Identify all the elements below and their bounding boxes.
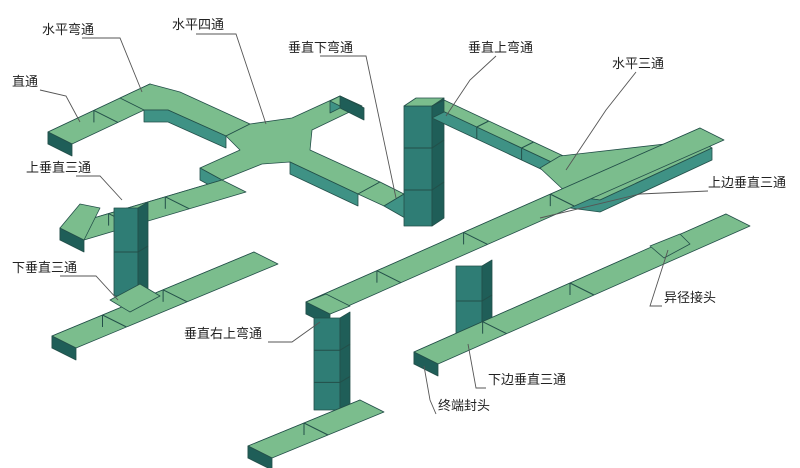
riser-upper-vertical-tee — [113, 201, 149, 297]
tray-lower-left — [51, 251, 279, 361]
tray-lower-left-seam-0 — [102, 314, 127, 328]
tray-upper-side-long-seam-2 — [550, 193, 575, 207]
leader-upper-side-vertical-tee — [539, 190, 709, 219]
label-vertical-right-up-elbow: 垂直右上弯通 — [184, 326, 262, 342]
tray-bottom-left-seam-0 — [303, 422, 329, 436]
label-end-cap: 终端封头 — [438, 398, 490, 414]
horizontal-elbow-side — [143, 109, 227, 149]
riser-right-up-elbow — [313, 311, 351, 411]
tray-bottom-left — [247, 399, 385, 468]
tray-lower-run-seam-1 — [569, 282, 595, 296]
cable-tray-illustration — [47, 83, 751, 468]
leader-upper-vertical-tee — [76, 175, 123, 201]
label-horizontal-elbow: 水平弯通 — [42, 22, 94, 38]
riser-center-seam-r-0 — [431, 139, 445, 149]
label-upper-vertical-tee: 上垂直三通 — [26, 161, 91, 176]
tray-lower-run-end — [413, 351, 439, 377]
riser-right-up-elbow-front — [313, 317, 341, 411]
tray-upper-side-long — [305, 127, 725, 327]
tray-lower-run-seam-0 — [482, 321, 507, 335]
riser-lower-side-vertical-tee-seam-r-0 — [481, 294, 493, 302]
leader-lower-side-vertical-tee — [467, 343, 486, 389]
cross-arm-far — [329, 95, 365, 121]
tray-upper-right-seam-0 — [476, 120, 490, 128]
label-reducer: 异径接头 — [664, 290, 716, 306]
tray-upper-right-seam-1 — [521, 141, 534, 149]
riser-lower-side-vertical-tee — [455, 259, 493, 337]
reducer-taper — [649, 233, 691, 259]
leader-horizontal-cross — [196, 33, 267, 125]
upper-run-taper — [59, 203, 101, 241]
riser-center-seam-r-1 — [431, 181, 445, 191]
tray-straight-seam-0 — [93, 109, 119, 123]
leader-end-cap — [423, 365, 437, 415]
label-straight: 直通 — [12, 75, 38, 90]
riser-center-front — [403, 105, 433, 227]
tray-upper-side-long-seam-1 — [463, 231, 488, 245]
riser-right-up-elbow-seam-r-0 — [339, 343, 351, 351]
tray-straight-end — [47, 131, 73, 157]
fitting-labels: 水平弯通 水平四通 垂直下弯通 垂直上弯通 水平三通 直通 上垂直三通 上边垂直… — [12, 18, 786, 414]
leader-horizontal-elbow — [82, 37, 143, 93]
leader-lower-vertical-tee — [60, 275, 119, 301]
leader-straight — [39, 89, 81, 123]
right-up-elbow-cap — [305, 293, 351, 315]
tray-upper-right-end — [431, 99, 445, 119]
cross-side-b — [289, 161, 359, 207]
tray-horizontal-elbow — [119, 83, 251, 149]
label-horizontal-cross: 水平四通 — [172, 18, 224, 33]
label-vertical-up-elbow: 垂直上弯通 — [468, 40, 533, 56]
leader-horizontal-tee — [565, 71, 637, 171]
tray-upper-side-long-seam-0 — [376, 270, 402, 284]
label-upper-side-vertical-tee: 上边垂直三通 — [708, 176, 786, 191]
label-lower-vertical-tee: 下垂直三通 — [12, 261, 77, 276]
lower-vertical-tee-junction — [109, 283, 161, 313]
tray-lower-left-seam-1 — [162, 289, 188, 303]
tray-lower-left-end — [51, 335, 77, 361]
leader-reducer — [649, 249, 669, 307]
leader-vertical-down-elbow — [320, 55, 397, 199]
riser-upper-vertical-tee-seam-r-0 — [137, 245, 149, 253]
riser-right-up-elbow-seam-r-1 — [339, 375, 351, 383]
riser-right-up-elbow-right — [339, 311, 351, 411]
label-vertical-down-elbow: 垂直下弯通 — [288, 40, 353, 56]
tray-upper-right-top — [431, 99, 573, 167]
label-lower-side-vertical-tee: 下边垂直三通 — [488, 373, 566, 388]
leader-vertical-up-elbow — [445, 55, 497, 117]
tray-upper-run-seam-1 — [165, 196, 190, 210]
leader-lines — [39, 33, 709, 415]
tray-bottom-left-end — [247, 445, 273, 468]
cross-arm-far-end — [339, 95, 365, 121]
riser-center-cap — [403, 97, 445, 107]
label-horizontal-tee: 水平三通 — [612, 57, 664, 72]
riser-center — [403, 97, 445, 227]
leader-vertical-right-up-elbow — [268, 321, 321, 343]
